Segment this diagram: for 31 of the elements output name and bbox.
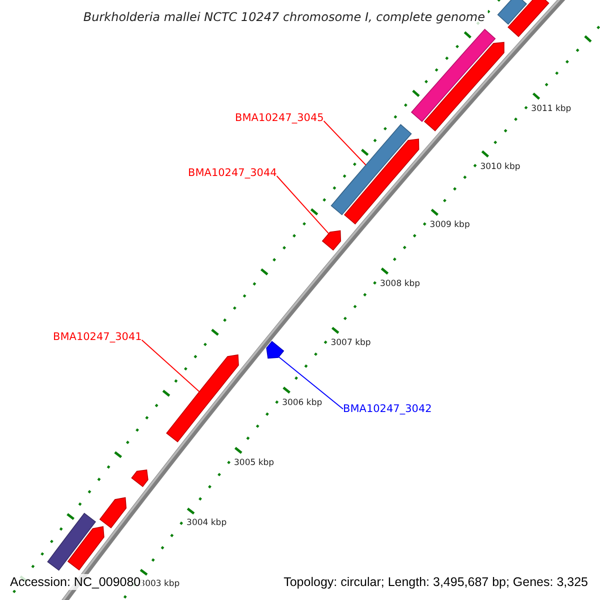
scale-label: 3003 kbp bbox=[140, 579, 180, 590]
gene-block bbox=[508, 0, 550, 38]
gene-block bbox=[330, 124, 412, 216]
scale-label: 3009 kbp bbox=[430, 220, 470, 230]
gene-block bbox=[497, 0, 528, 25]
gene-label: BMA10247_3041 bbox=[53, 331, 142, 343]
gene-feature bbox=[424, 42, 504, 132]
gene-feature bbox=[67, 526, 104, 570]
leader-line bbox=[323, 120, 366, 166]
gene-feature bbox=[344, 138, 420, 224]
gene-feature bbox=[99, 497, 127, 528]
gene-block bbox=[47, 512, 96, 571]
scale-label: 3006 kbp bbox=[282, 398, 322, 408]
gene-label: BMA10247_3045 bbox=[235, 112, 324, 124]
scale-label: 3010 kbp bbox=[480, 162, 520, 172]
genome-info-text: Topology: circular; Length: 3,495,687 bp; Genes: 3,325 bbox=[282, 574, 590, 590]
scale-label: 3008 kbp bbox=[380, 278, 420, 289]
gene-label: BMA10247_3044 bbox=[188, 167, 277, 179]
gene-block bbox=[410, 28, 496, 122]
scale-label: 3004 kbp bbox=[186, 518, 227, 528]
scale-label: 3011 kbp bbox=[531, 104, 572, 114]
leader-line bbox=[141, 340, 200, 392]
scale-label: 3005 kbp bbox=[234, 458, 274, 468]
gene-feature bbox=[266, 340, 284, 359]
leader-line bbox=[276, 176, 330, 234]
scale-label: 3007 kbp bbox=[330, 338, 371, 348]
leader-line bbox=[278, 356, 344, 410]
gene-feature bbox=[166, 354, 239, 442]
gene-feature bbox=[322, 230, 342, 251]
gene-feature bbox=[131, 470, 148, 488]
gene-label: BMA10247_3042 bbox=[343, 403, 432, 415]
